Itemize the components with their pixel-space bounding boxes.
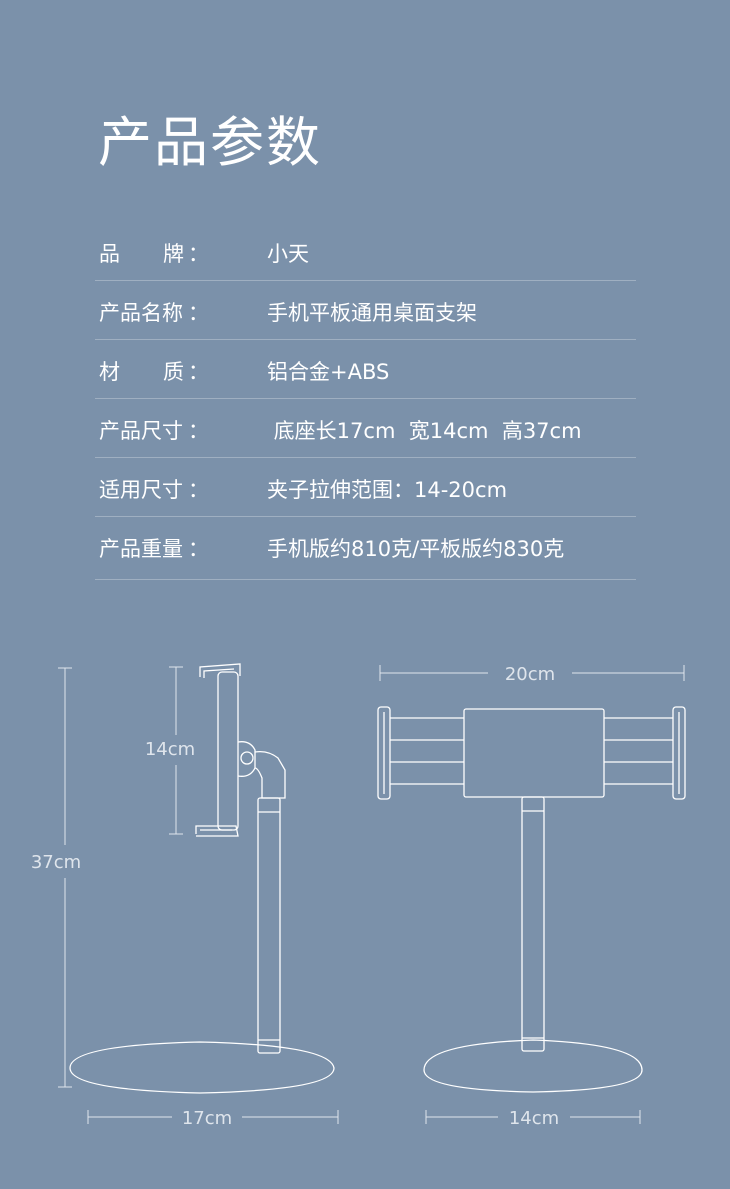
product-diagrams: 37cm 14cm: [0, 640, 730, 1160]
spec-key: 产品重量 ：: [99, 537, 209, 561]
dim-side-base: [87, 1110, 339, 1124]
side-pole: [257, 797, 281, 1054]
spec-key: 品 牌：: [99, 242, 209, 266]
side-view: 37cm 14cm: [31, 663, 339, 1129]
front-pole: [521, 796, 545, 1052]
side-base: [69, 1041, 335, 1094]
spec-row-fit-size: 适用尺寸 ： 夹子拉伸范围：14-20cm: [95, 458, 636, 517]
spec-value: 铝合金+ABS: [267, 360, 390, 384]
front-clamp-left: [377, 706, 391, 800]
front-view: 20cm: [377, 664, 686, 1129]
front-clamp-right: [672, 706, 686, 800]
spec-row-material: 材 质： 铝合金+ABS: [95, 340, 636, 399]
spec-key: 材 质：: [99, 360, 209, 384]
dimension-drawing: 37cm 14cm: [31, 663, 686, 1129]
spec-table: 品 牌： 小天 产品名称 ： 手机平板通用桌面支架 材 质： 铝合金+ABS 产…: [95, 222, 636, 580]
front-base: [423, 1039, 643, 1093]
spec-row-brand: 品 牌： 小天: [95, 222, 636, 281]
dim-label-37cm: 37cm: [31, 852, 81, 873]
spec-key: 产品尺寸 ：: [99, 419, 209, 443]
side-clamp: [195, 663, 256, 837]
dim-side-height: [58, 667, 72, 1088]
spec-value: 小天: [267, 242, 309, 266]
front-rails: [390, 717, 673, 785]
spec-key: 产品名称 ：: [99, 301, 209, 325]
spec-row-product-name: 产品名称 ： 手机平板通用桌面支架: [95, 281, 636, 340]
spec-row-product-size: 产品尺寸 ： 底座长17cm 宽14cm 高37cm: [95, 399, 636, 458]
spec-row-weight: 产品重量 ： 手机版约810克/平板版约830克: [95, 517, 636, 580]
dim-label-14cm: 14cm: [145, 739, 195, 760]
dim-front-width: [379, 665, 685, 681]
dim-clamp-height: [169, 666, 183, 835]
front-center-body: [463, 708, 605, 798]
dim-front-base: [425, 1110, 641, 1124]
spec-key: 适用尺寸 ：: [99, 478, 209, 502]
page-title: 产品参数: [98, 111, 322, 174]
spec-value: 底座长17cm 宽14cm 高37cm: [267, 419, 582, 443]
spec-value: 手机平板通用桌面支架: [267, 301, 477, 325]
dim-label-14cm-base: 14cm: [509, 1108, 559, 1129]
spec-value: 夹子拉伸范围：14-20cm: [267, 478, 508, 502]
dim-label-20cm: 20cm: [505, 664, 555, 685]
side-arm: [254, 750, 286, 799]
spec-value: 手机版约810克/平板版约830克: [267, 537, 565, 561]
dim-label-17cm: 17cm: [182, 1108, 232, 1129]
